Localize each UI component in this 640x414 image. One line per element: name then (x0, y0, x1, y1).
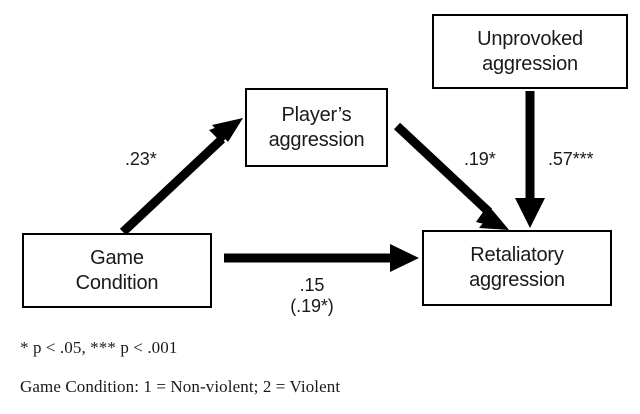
edge-label-player-to-retaliatory: .19* (464, 149, 496, 169)
node-players-aggression-line2: aggression (268, 128, 365, 151)
footnote-condition-coding: Game Condition: 1 = Non-violent; 2 = Vio… (20, 377, 341, 396)
arrow-player-to-retaliatory (393, 122, 509, 230)
node-unprovoked-aggression-line1: Unprovoked (477, 27, 583, 50)
node-players-aggression[interactable]: Player’s aggression (245, 88, 388, 167)
node-retaliatory-aggression-line1: Retaliatory (470, 244, 564, 266)
node-players-aggression-line1: Player’s (281, 103, 352, 126)
footnote-significance: * p < .05, *** p < .001 (20, 338, 178, 357)
node-game-condition[interactable]: Game Condition (22, 233, 212, 308)
edge-label-unprovoked-to-retaliatory: .57*** (548, 149, 594, 169)
edge-label-direct-effect: .15 (299, 275, 325, 295)
node-retaliatory-aggression[interactable]: Retaliatory aggression (422, 230, 612, 306)
node-unprovoked-aggression[interactable]: Unprovoked aggression (432, 14, 628, 89)
edge-label-game-to-player: .23* (125, 149, 157, 169)
arrow-game-to-player (119, 118, 243, 236)
node-game-condition-line1: Game (90, 246, 144, 269)
edge-label-game-to-retaliatory: .15 (.19*) (284, 275, 340, 317)
node-unprovoked-aggression-line2: aggression (482, 52, 578, 75)
arrow-unprovoked-to-retaliatory (515, 91, 545, 228)
edge-label-total-effect: (.19*) (290, 296, 334, 316)
node-game-condition-line2: Condition (75, 271, 159, 294)
node-retaliatory-aggression-line2: aggression (469, 269, 565, 291)
arrow-game-to-retaliatory (224, 244, 419, 272)
